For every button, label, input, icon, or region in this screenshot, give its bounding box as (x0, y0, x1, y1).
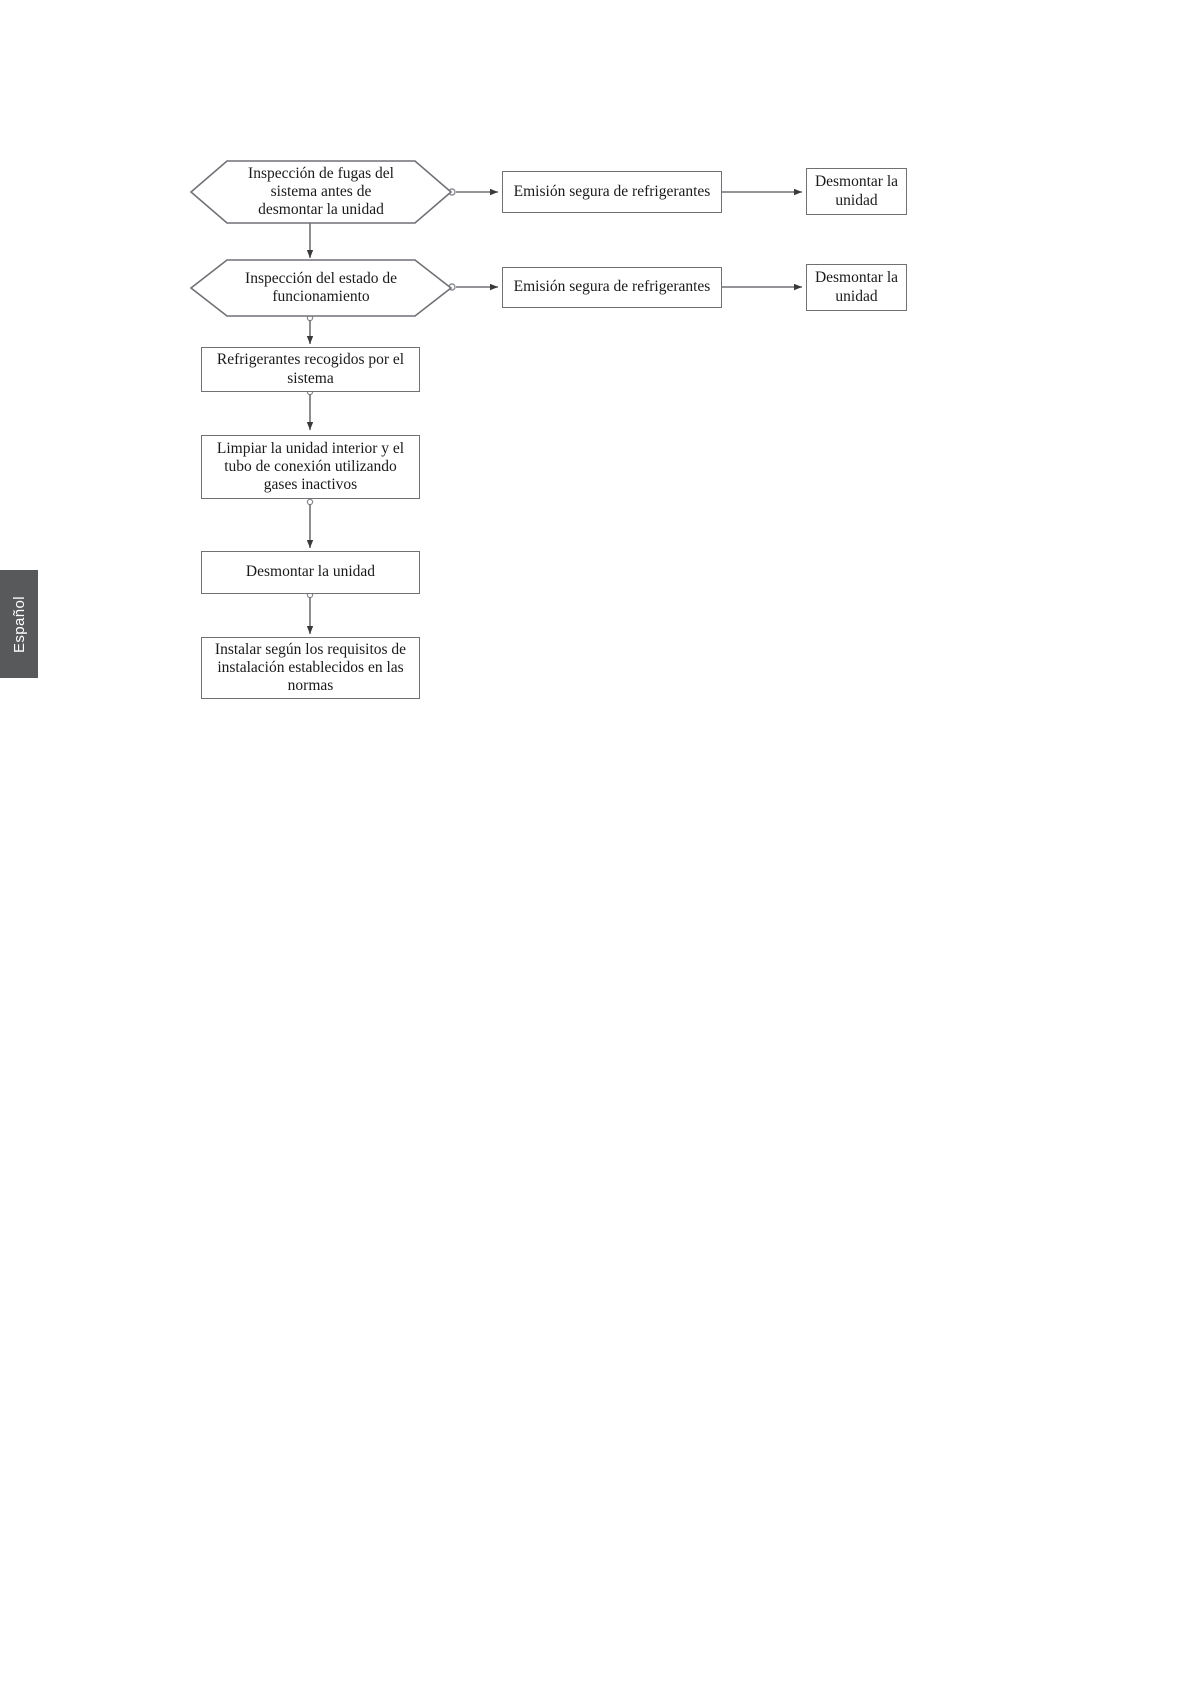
node-dismantle-unit-1: Desmontar la unidad (806, 168, 907, 215)
node-label: Inspección del estado de funcionamiento (245, 269, 397, 305)
node-decision-leak-inspection: Inspección de fugas del sistema antes de… (189, 160, 453, 224)
node-dismantle-unit-2: Desmontar la unidad (806, 264, 907, 311)
node-label: Limpiar la unidad interior y el tubo de … (216, 439, 405, 494)
node-refrigerants-collected: Refrigerantes recogidos por el sistema (201, 347, 420, 392)
node-label: Desmontar la unidad (245, 563, 376, 581)
node-install-per-standards: Instalar según los requisitos de instala… (201, 637, 420, 699)
flowchart: Inspección de fugas del sistema antes de… (0, 0, 1190, 760)
node-label: Instalar según los requisitos de instala… (214, 640, 407, 695)
node-label: Emisión segura de refrigerantes (513, 182, 711, 200)
node-label: Emisión segura de refrigerantes (513, 278, 711, 296)
node-decision-operating-status: Inspección del estado de funcionamiento (189, 259, 453, 317)
node-label: Desmontar la unidad (814, 269, 899, 305)
node-clean-indoor-unit: Limpiar la unidad interior y el tubo de … (201, 435, 420, 499)
node-release-refrigerants-1: Emisión segura de refrigerantes (502, 171, 722, 213)
node-label: Desmontar la unidad (814, 173, 899, 209)
language-tab-espanol: Español (0, 570, 38, 678)
node-dismantle-unit-main: Desmontar la unidad (201, 551, 420, 594)
node-label: Refrigerantes recogidos por el sistema (216, 351, 405, 387)
node-release-refrigerants-2: Emisión segura de refrigerantes (502, 267, 722, 308)
node-label: Inspección de fugas del sistema antes de… (248, 164, 394, 219)
flowchart-connectors (306, 188, 802, 634)
